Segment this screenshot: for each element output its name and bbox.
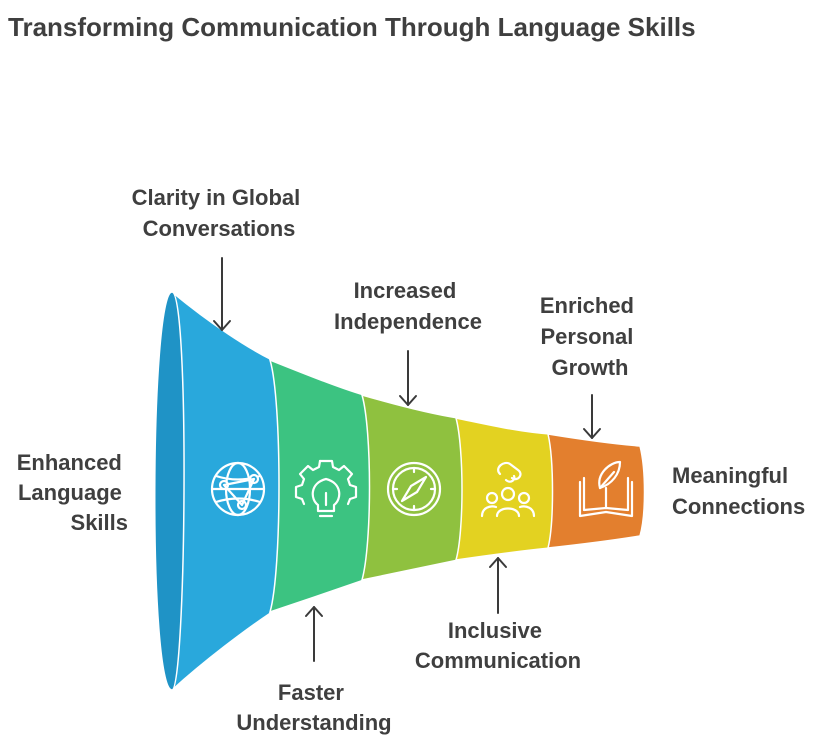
arrow-growth: [583, 394, 601, 439]
label-start: Enhanced Language Skills: [17, 450, 128, 535]
label-clarity-line: Conversations: [143, 216, 296, 241]
label-end-line: Meaningful: [672, 463, 788, 488]
arrow-inclusive: [489, 557, 507, 614]
page-title: Transforming Communication Through Langu…: [8, 12, 696, 42]
label-faster: Faster Understanding: [236, 680, 391, 735]
label-end: Meaningful Connections: [672, 463, 805, 519]
funnel-mouth: [154, 291, 185, 691]
label-end-line: Connections: [672, 494, 805, 519]
label-start-line: Skills: [71, 510, 128, 535]
arrow-faster: [305, 606, 323, 662]
segment-orange: [547, 433, 646, 549]
lightbulb-gear-icon: [294, 459, 358, 518]
label-growth: Enriched Personal Growth: [540, 293, 640, 380]
globe-network-icon: [210, 461, 266, 517]
segment-lime: [360, 393, 465, 581]
label-independence: Increased Independence: [334, 278, 482, 334]
book-leaf-icon: [578, 460, 634, 518]
label-inclusive-line: Communication: [415, 648, 581, 673]
label-growth-line: Growth: [552, 355, 629, 380]
label-independence-line: Increased: [354, 278, 457, 303]
label-start-line: Enhanced: [17, 450, 122, 475]
label-growth-line: Personal: [540, 324, 633, 349]
label-inclusive: Inclusive Communication: [415, 618, 581, 673]
arrow-independence: [399, 350, 417, 406]
arrow-clarity: [213, 257, 231, 331]
label-clarity-line: Clarity in Global: [132, 185, 301, 210]
label-faster-line: Understanding: [236, 710, 391, 735]
label-inclusive-line: Inclusive: [448, 618, 542, 643]
label-start-line: Language: [18, 480, 122, 505]
group-handshake-icon: [480, 461, 536, 518]
label-independence-line: Independence: [334, 309, 482, 334]
compass-icon: [386, 461, 442, 517]
label-faster-line: Faster: [278, 680, 344, 705]
label-growth-line: Enriched: [540, 293, 634, 318]
label-clarity: Clarity in Global Conversations: [132, 185, 307, 241]
